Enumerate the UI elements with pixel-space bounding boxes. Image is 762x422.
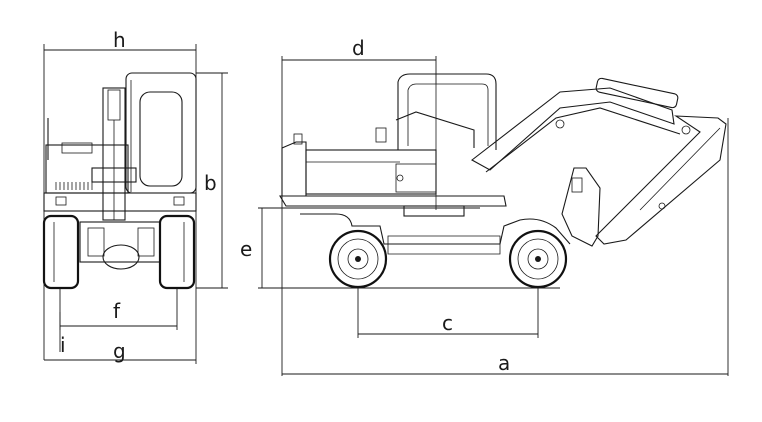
front-engine-housing: [45, 144, 129, 194]
side-boom: [471, 87, 675, 171]
dim-label-i: i: [60, 333, 66, 357]
dim-label-b: b: [204, 171, 217, 195]
front-cab-window: [139, 91, 183, 187]
front-left-tire: [42, 214, 80, 290]
side-chassis: [300, 213, 571, 245]
side-chassis-top: [279, 195, 507, 207]
side-front-wheel: [508, 229, 568, 289]
side-rear-wheel: [328, 229, 388, 289]
front-view-dimensions: h b f g i: [43, 28, 228, 364]
dim-label-e: e: [240, 237, 252, 261]
side-view: [279, 73, 727, 289]
dim-label-a: a: [498, 351, 510, 375]
side-counterweight: [281, 141, 307, 197]
dim-label-g: g: [113, 339, 126, 363]
side-view-dimensions: d e c a: [240, 36, 729, 376]
dim-label-c: c: [442, 311, 453, 335]
side-boom-cylinder: [595, 77, 679, 109]
side-bucket: [561, 167, 601, 247]
front-right-tire: [158, 214, 196, 290]
dim-label-h: h: [113, 28, 126, 52]
side-upper-body: [305, 149, 437, 195]
front-chassis: [43, 192, 197, 212]
dim-label-d: d: [352, 36, 365, 60]
dim-label-f: f: [113, 299, 121, 323]
front-bucket: [102, 244, 140, 270]
front-view: [42, 72, 197, 290]
side-arm: [595, 115, 727, 245]
side-cab: [397, 73, 497, 150]
